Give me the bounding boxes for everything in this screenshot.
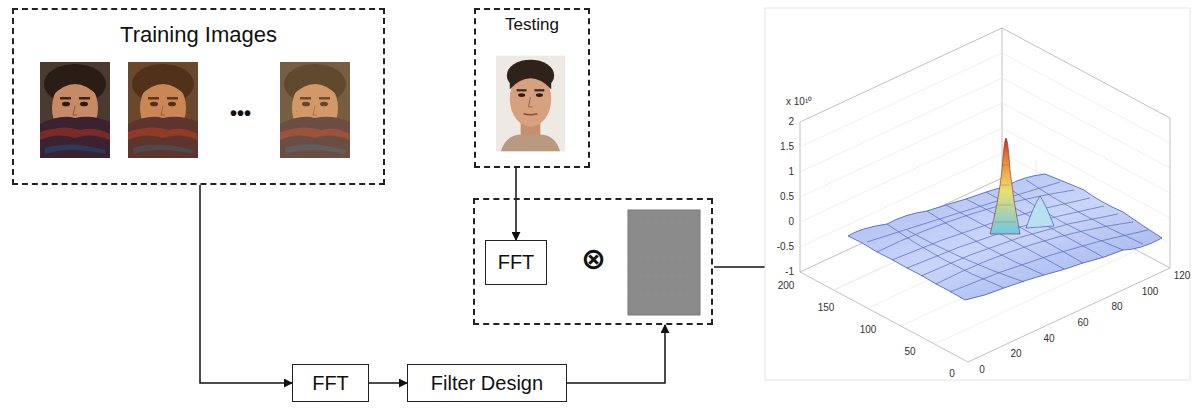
axis-label: 0	[788, 217, 794, 227]
box-heading: Training Images	[14, 22, 383, 47]
flow-arrow	[567, 325, 665, 383]
axis-label: 1.5	[780, 142, 794, 152]
axis-label: -0.5	[777, 242, 794, 252]
axis-label: 100	[860, 325, 877, 335]
flow-arrow	[369, 382, 407, 384]
axis-label: x 10¹⁰	[786, 97, 812, 107]
axis-label: 2	[788, 117, 794, 127]
axis-label: -1	[785, 267, 794, 277]
group-box: Training Images •••	[12, 8, 385, 185]
process-box: FFT	[485, 240, 547, 285]
axis-label: 40	[1043, 334, 1054, 344]
box-label: FFT	[312, 372, 349, 395]
flow-arrow	[200, 185, 292, 383]
axis-label: 150	[818, 303, 835, 313]
axis-label: 1	[788, 167, 794, 177]
box-label: FFT	[498, 251, 535, 274]
axis-label: 0.5	[780, 192, 794, 202]
axis-label: 60	[1077, 318, 1088, 328]
axis-label: 50	[904, 347, 915, 357]
axis-label: 0	[979, 365, 985, 375]
group-box: ⊗ FFT	[473, 198, 713, 325]
process-box: Filter Design	[407, 364, 567, 402]
axis-label: 120	[1174, 271, 1191, 281]
axis-label: 100	[1142, 287, 1159, 297]
flow-arrow	[515, 168, 517, 240]
axis-label: 20	[1010, 349, 1021, 359]
axis-label: 80	[1111, 302, 1122, 312]
box-label: Filter Design	[431, 372, 543, 395]
axis-label: 0	[949, 369, 955, 379]
box-heading: ⊗	[581, 242, 606, 277]
box-heading: •••	[230, 102, 251, 125]
group-box: Testing	[474, 8, 590, 168]
box-heading: Testing	[476, 15, 588, 35]
axis-label: 200	[778, 281, 795, 291]
process-box: FFT	[292, 364, 369, 402]
